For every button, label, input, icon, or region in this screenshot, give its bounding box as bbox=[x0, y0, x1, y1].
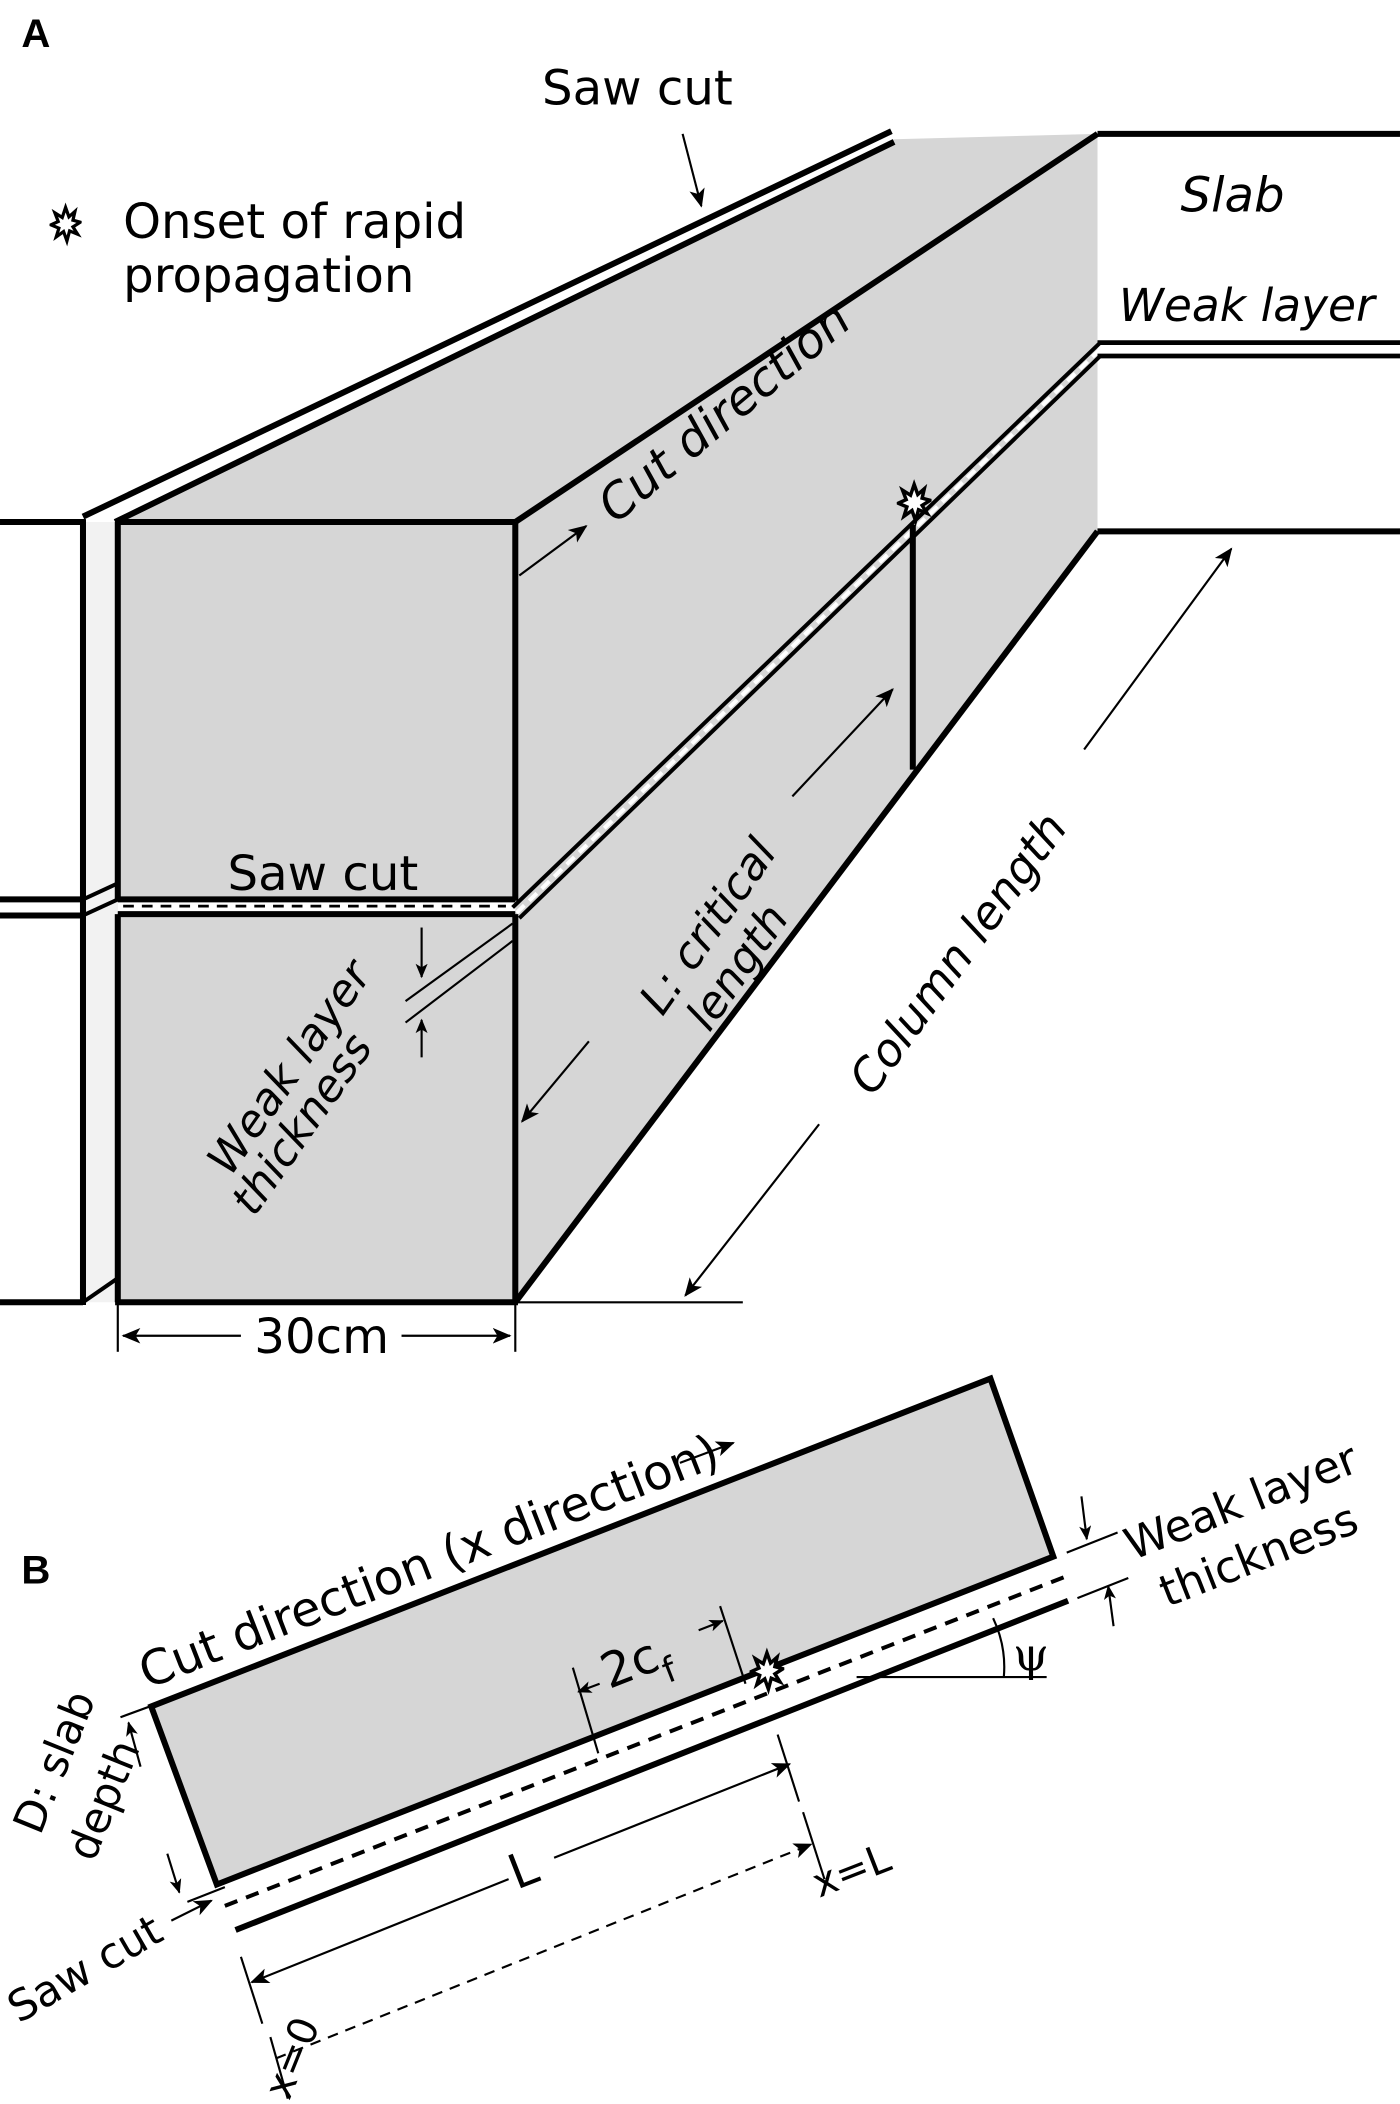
critical-length-arrow-down bbox=[520, 1040, 590, 1123]
top-saw-cut-gap bbox=[95, 135, 892, 518]
legend-label-line1: Onset of rapid bbox=[123, 194, 466, 250]
width-label: 30cm bbox=[254, 1309, 389, 1365]
column-top-right-edge bbox=[513, 131, 1100, 525]
panel-b-letter: B bbox=[21, 1547, 50, 1592]
column-left-edge-strip bbox=[82, 521, 118, 1303]
b-thickness-tick-bottom bbox=[1077, 1577, 1129, 1600]
saw-cut-pointer-arrow bbox=[681, 133, 705, 208]
left-weak-layer-edge-top bbox=[82, 881, 119, 902]
legend: Onset of rapid propagation bbox=[51, 194, 466, 304]
critical-length-arrow-up bbox=[791, 688, 894, 798]
x0-tick-upper bbox=[239, 1956, 264, 2025]
slope-angle-arc bbox=[992, 1617, 1006, 1678]
side-weak-layer-top-line bbox=[511, 341, 1102, 909]
slab-label: Slab bbox=[1180, 167, 1284, 223]
cut-direction-arrow bbox=[518, 525, 588, 577]
left-weak-layer-edge-bottom bbox=[82, 897, 119, 918]
b-saw-cut-arrow bbox=[170, 1899, 213, 1922]
burst-star-icon bbox=[751, 1653, 783, 1689]
legend-label-line2: propagation bbox=[123, 248, 414, 304]
x-axis-dashed-arrow bbox=[275, 1843, 813, 2060]
column-bottom-right-edge bbox=[512, 529, 1100, 1305]
slab-block bbox=[147, 1374, 1058, 1889]
column-length-arrow-up bbox=[1083, 547, 1233, 751]
panel-a: A Onset of rapid propagation bbox=[0, 11, 1400, 1365]
length-arrow-left bbox=[250, 1878, 510, 1984]
top-saw-cut-outer-line bbox=[81, 128, 893, 520]
slope-angle-label: ψ bbox=[1013, 1628, 1049, 1681]
xL-tick-lower bbox=[802, 1811, 826, 1880]
column-length-label: Column length bbox=[839, 803, 1078, 1104]
panel-a-letter: A bbox=[21, 11, 50, 56]
column-top-face bbox=[117, 133, 1098, 1303]
b-thickness-tick-top bbox=[1066, 1531, 1118, 1554]
thickness-tick-top bbox=[404, 922, 514, 1003]
top-saw-cut-inner-line bbox=[113, 139, 896, 525]
depth-arrow-up bbox=[126, 1721, 142, 1767]
depth-tick-top bbox=[120, 1701, 161, 1719]
crack-arrow-left bbox=[577, 1681, 600, 1693]
panel-b: B ψ Weak layer thickness Cut direction (… bbox=[0, 1374, 1366, 2104]
burst-star-icon bbox=[51, 207, 80, 240]
column-length-arrow-down bbox=[684, 1123, 820, 1297]
left-ground-edge bbox=[81, 1276, 119, 1304]
saw-cut-top-label: Saw cut bbox=[542, 60, 733, 116]
substratum-line bbox=[234, 1597, 1070, 1933]
weak-layer-label: Weak layer bbox=[1119, 279, 1378, 332]
length-label: L bbox=[501, 1839, 546, 1901]
depth-tick-bottom bbox=[186, 1886, 226, 1903]
b-saw-cut-label: Saw cut bbox=[0, 1905, 171, 2033]
b-cut-direction-arrow bbox=[679, 1441, 735, 1464]
b-thickness-arrow-down bbox=[1079, 1496, 1092, 1541]
side-weak-layer-dashed bbox=[515, 347, 1102, 915]
crack-arrow-right bbox=[698, 1619, 724, 1632]
length-arrow-right bbox=[553, 1763, 792, 1859]
xL-label: x=L bbox=[806, 1835, 898, 1907]
x0-tick-lower bbox=[269, 2036, 289, 2099]
x0-label: x=0 bbox=[256, 2011, 330, 2104]
crack-tick-right bbox=[719, 1605, 747, 1685]
depth-arrow-down bbox=[166, 1853, 182, 1894]
saw-cut-front-label: Saw cut bbox=[228, 846, 419, 902]
b-thickness-arrow-up bbox=[1103, 1584, 1116, 1627]
thickness-tick-bottom bbox=[404, 940, 514, 1024]
weak-layer-dashed-line bbox=[224, 1574, 1067, 1908]
side-weak-layer-bottom-line bbox=[517, 354, 1102, 920]
